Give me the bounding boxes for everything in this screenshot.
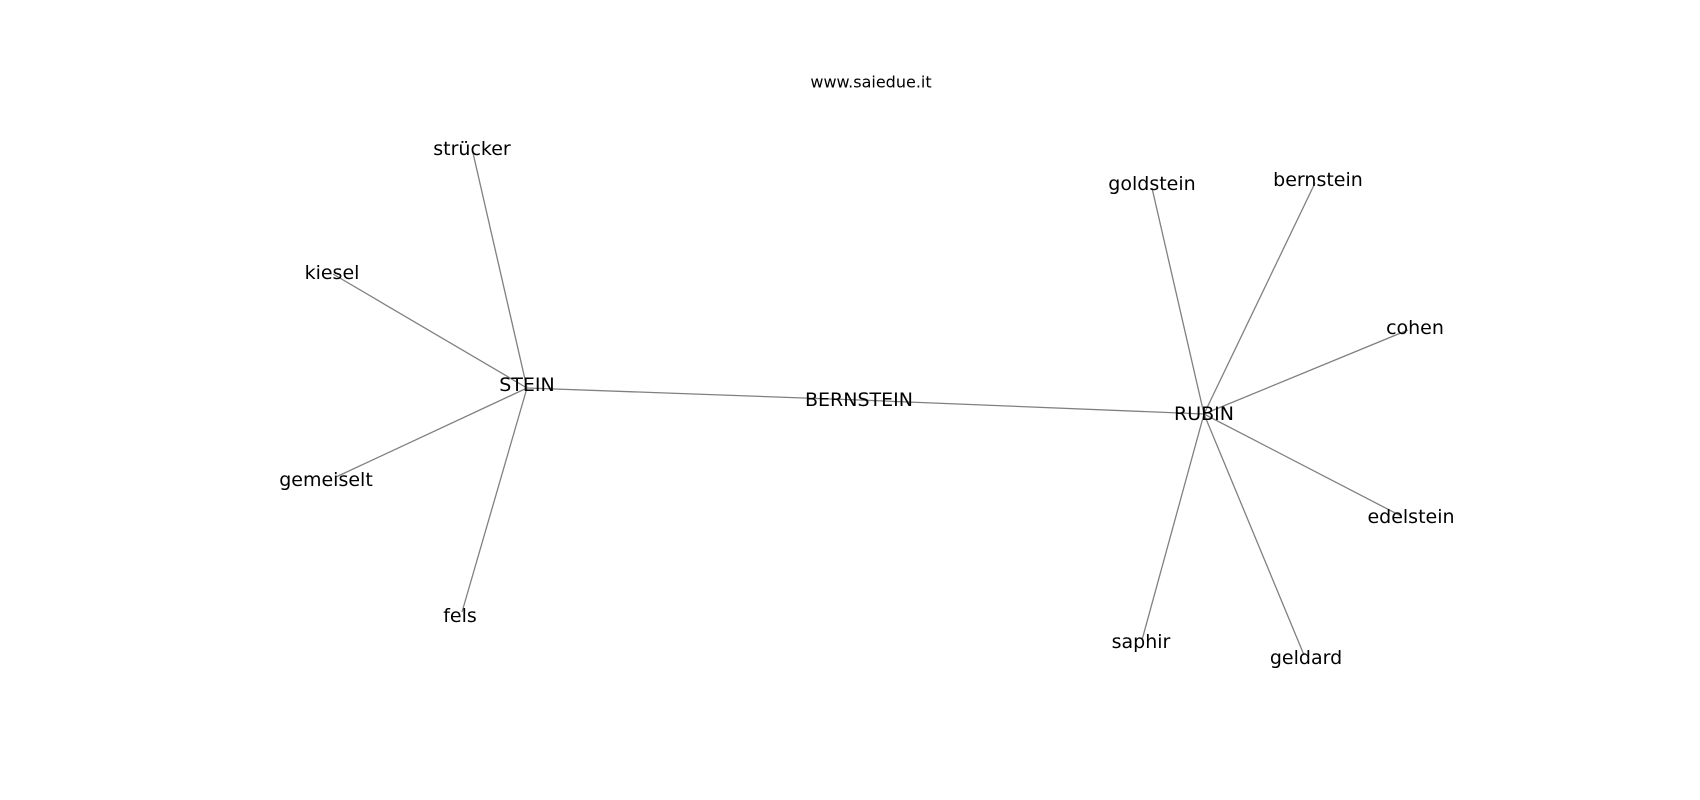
edge-rubin-saphir — [1141, 413, 1205, 641]
node-label-geldard: geldard — [1270, 647, 1342, 669]
edge-rubin-edelstein — [1203, 413, 1402, 517]
node-layer: BERNSTEIN STEIN RUBIN strücker kiesel gemeise… — [279, 138, 1454, 669]
edge-rubin-bernstein — [1203, 182, 1316, 415]
edge-bernstein-stein — [526, 387, 860, 401]
node-label-edelstein: edelstein — [1367, 506, 1454, 528]
edge-rubin-goldstein — [1151, 187, 1205, 415]
node-label-saphir: saphir — [1112, 631, 1171, 653]
node-label-stein: STEIN — [499, 374, 555, 396]
node-label-goldstein: goldstein — [1108, 173, 1195, 195]
edge-layer — [332, 152, 1409, 656]
edge-stein-gemeiselt — [335, 387, 528, 478]
site-url-label: www.saiedue.it — [810, 73, 931, 92]
edge-rubin-cohen — [1203, 329, 1409, 415]
node-label-bernstein: bernstein — [1273, 169, 1363, 191]
node-label-strucker: strücker — [433, 138, 511, 160]
node-label-rubin: RUBIN — [1174, 403, 1234, 425]
node-label-fels: fels — [443, 605, 477, 627]
edge-stein-kiesel — [332, 273, 528, 389]
edge-stein-strucker — [472, 152, 528, 389]
node-label-bernstein: BERNSTEIN — [805, 389, 913, 411]
node-label-kiesel: kiesel — [305, 262, 360, 284]
edge-rubin-geldard — [1203, 413, 1305, 656]
edge-bernstein-rubin — [858, 399, 1205, 415]
node-label-gemeiselt: gemeiselt — [279, 469, 373, 491]
edge-stein-fels — [461, 387, 528, 613]
node-label-cohen: cohen — [1386, 317, 1444, 339]
